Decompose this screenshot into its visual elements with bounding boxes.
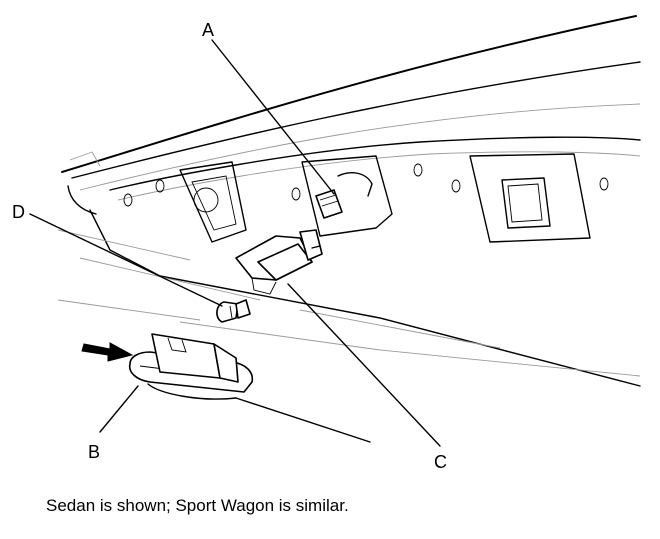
leader-lines (29, 39, 441, 447)
callout-d: D (12, 202, 25, 222)
trunk-lid-outline (57, 15, 641, 387)
callout-a: A (202, 20, 214, 40)
callout-c: C (434, 452, 447, 472)
push-direction-arrow (81, 342, 134, 362)
callout-b: B (88, 442, 100, 462)
figure-caption: Sedan is shown; Sport Wagon is similar. (46, 496, 349, 515)
inner-panel (109, 136, 641, 243)
lens-housing-b (128, 333, 371, 443)
harness-connector-a (315, 172, 373, 219)
socket-c (235, 229, 323, 295)
bulb-d (216, 299, 251, 323)
